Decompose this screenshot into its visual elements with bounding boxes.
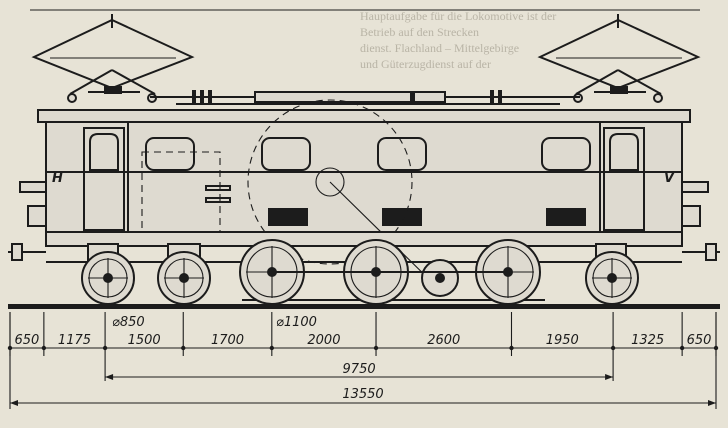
overall-arrow (708, 400, 716, 406)
wheel (585, 251, 639, 305)
front-end-label: V (664, 171, 675, 186)
small-wheel-diameter-label: ⌀850 (112, 315, 145, 330)
jackshaft-hub (435, 273, 445, 283)
wheel (81, 251, 135, 305)
segment-dimension-label: 1325 (631, 333, 664, 348)
overall-length-label: 13550 (342, 387, 383, 402)
background-text: Hauptaufgabe für die Lokomotive ist der … (360, 9, 556, 71)
segment-dimension-label: 2600 (427, 333, 460, 348)
dimension-tick (181, 345, 186, 351)
rear-end-label: H (52, 171, 63, 186)
dimension-tick (102, 345, 108, 351)
wheel (157, 251, 211, 305)
background-text-line: dienst. Flachland – Mittelgebirge (360, 41, 519, 55)
background-text-line: Hauptaufgabe für die Lokomotive ist der (360, 9, 556, 23)
buffers (8, 181, 720, 261)
large-wheel-diameter-label: ⌀1100 (276, 315, 317, 330)
rail (8, 304, 720, 309)
segment-dimension-label: 650 (687, 333, 712, 348)
dimension-tick (679, 345, 685, 351)
segment-dimension-label: 2000 (307, 333, 340, 348)
dimension-tick (373, 345, 379, 351)
segment-dimension-label: 650 (15, 333, 40, 348)
background-text-line: Betrieb auf den Strecken (360, 25, 479, 39)
dimension-tick (509, 345, 514, 351)
wheelbase-label: 9750 (343, 362, 376, 377)
dimension-tick (610, 345, 616, 351)
car-body: H V (37, 99, 691, 291)
wheelbase-arrow (105, 374, 114, 380)
segment-dimension-label: 1500 (128, 333, 161, 348)
overall-arrow (10, 400, 18, 406)
segment-dimension-label: 1950 (546, 333, 579, 348)
pantograph-right (537, 14, 701, 103)
wheelbase-arrow (605, 374, 614, 380)
background-text-line: und Güterzugdienst auf der (360, 57, 491, 71)
dimension-lines: 650 1175 1500 1700 2000 2600 1950 1325 650 9750 13… (7, 312, 719, 409)
segment-dimension-label: 1700 (211, 333, 244, 348)
segment-dimension-label: 1175 (58, 333, 91, 348)
roof-equipment (150, 90, 580, 105)
pantograph-left (31, 14, 195, 103)
dimension-tick (41, 345, 47, 351)
jackshaft (272, 259, 508, 297)
wheelsets (81, 239, 639, 305)
dimension-tick (269, 345, 275, 351)
